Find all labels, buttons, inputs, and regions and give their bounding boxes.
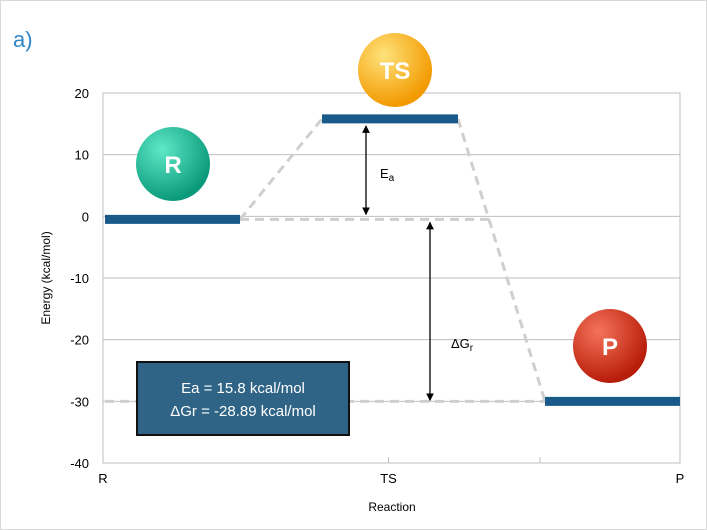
x-axis-title: Reaction xyxy=(368,500,415,514)
y-tick-labels: 20 10 0 -10 -20 -30 -40 xyxy=(70,86,89,471)
y-tick-label: -30 xyxy=(70,394,89,409)
state-circle-label: P xyxy=(602,334,618,361)
summary-box-rect xyxy=(136,361,350,436)
state-circles: R TS P xyxy=(136,33,647,383)
x-tick-labels: R TS P xyxy=(98,471,684,486)
x-tick-label: P xyxy=(676,471,685,486)
panel-label: a) xyxy=(13,27,33,52)
state-circle-p xyxy=(573,309,647,383)
x-tick-label: TS xyxy=(380,471,397,486)
dg-label: ΔGr xyxy=(451,336,474,354)
state-circle-label: R xyxy=(164,152,181,179)
summary-box: Ea = 15.8 kcal/mol ΔGr = -28.89 kcal/mol xyxy=(136,361,350,436)
x-tick-label: R xyxy=(98,471,107,486)
arrows xyxy=(362,125,434,402)
connector-r-ts xyxy=(238,117,324,221)
state-circle-r xyxy=(136,127,210,201)
connector-ts-p xyxy=(456,118,547,402)
y-tick-label: 10 xyxy=(75,148,89,163)
state-circle-ts xyxy=(358,33,432,107)
y-tick-label: 0 xyxy=(82,209,89,224)
energy-levels xyxy=(105,114,680,406)
state-circle-label: TS xyxy=(380,58,411,85)
summary-line-1: Ea = 15.8 kcal/mol xyxy=(181,380,305,397)
y-tick-label: -10 xyxy=(70,271,89,286)
y-axis-title: Energy (kcal/mol) xyxy=(39,231,53,324)
summary-line-2: ΔGr = -28.89 kcal/mol xyxy=(170,403,316,420)
y-tick-label: 20 xyxy=(75,86,89,101)
ea-label: Ea xyxy=(380,166,395,184)
y-tick-label: -40 xyxy=(70,456,89,471)
connectors xyxy=(105,117,547,403)
y-tick-label: -20 xyxy=(70,333,89,348)
